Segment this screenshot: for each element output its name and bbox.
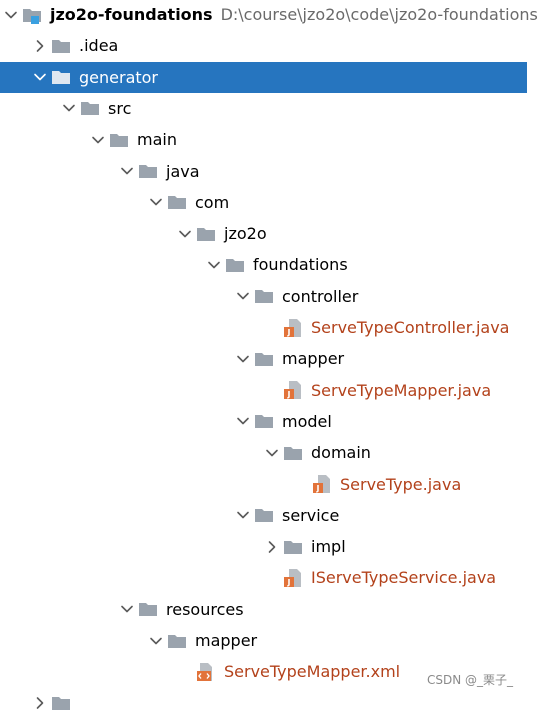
project-path: D:\course\jzo2o\code\jzo2o-foundations <box>220 5 538 24</box>
tree-folder-item[interactable]: domain <box>0 437 527 468</box>
folder-icon <box>109 130 131 150</box>
folder-icon <box>138 599 160 619</box>
tree-folder-item[interactable]: resources <box>0 594 527 625</box>
tree-file-item[interactable]: ServeTypeMapper.xml <box>0 656 527 687</box>
chevron-down-icon[interactable] <box>203 249 225 280</box>
tree-folder-item[interactable]: model <box>0 406 527 437</box>
chevron-placeholder <box>261 562 283 593</box>
tree-folder-item[interactable]: mapper <box>0 343 527 374</box>
tree-folder-item[interactable]: generator <box>0 61 527 93</box>
tree-folder-item[interactable] <box>0 688 527 719</box>
java-file-icon: J <box>283 568 305 588</box>
folder-icon <box>254 349 276 369</box>
chevron-down-icon[interactable] <box>261 437 283 468</box>
chevron-down-icon[interactable] <box>87 124 109 155</box>
tree-folder-item[interactable]: com <box>0 187 527 218</box>
tree-folder-item[interactable]: main <box>0 124 527 155</box>
watermark: CSDN @_栗子_ <box>426 673 513 687</box>
tree-folder-item[interactable]: jzo2o-foundations D:\course\jzo2o\code\jz… <box>0 0 538 30</box>
tree-file-item[interactable]: J IServeTypeService.java <box>0 562 527 593</box>
chevron-down-icon[interactable] <box>0 0 22 30</box>
tree-item-label: jzo2o-foundations <box>50 5 213 24</box>
chevron-down-icon[interactable] <box>232 500 254 531</box>
chevron-right-icon[interactable] <box>29 688 51 719</box>
folder-icon <box>254 411 276 431</box>
tree-file-item[interactable]: J ServeTypeMapper.java <box>0 375 527 406</box>
folder-icon <box>196 224 218 244</box>
folder-icon <box>51 67 73 87</box>
svg-text:J: J <box>316 484 320 493</box>
tree-folder-item[interactable]: controller <box>0 281 527 312</box>
folder-icon <box>225 255 247 275</box>
tree-item-label: impl <box>311 537 346 557</box>
tree-folder-item[interactable]: .idea <box>0 30 527 61</box>
tree-file-item[interactable]: J ServeTypeController.java <box>0 312 527 343</box>
chevron-placeholder <box>261 375 283 406</box>
chevron-placeholder <box>261 312 283 343</box>
chevron-right-icon[interactable] <box>261 531 283 562</box>
chevron-down-icon[interactable] <box>29 62 51 93</box>
chevron-down-icon[interactable] <box>174 218 196 249</box>
chevron-down-icon[interactable] <box>145 625 167 656</box>
chevron-down-icon[interactable] <box>145 187 167 218</box>
chevron-down-icon[interactable] <box>116 594 138 625</box>
tree-folder-item[interactable]: java <box>0 156 527 187</box>
chevron-right-icon[interactable] <box>29 30 51 61</box>
tree-folder-item[interactable]: src <box>0 93 527 124</box>
tree-folder-item[interactable]: impl <box>0 531 527 562</box>
tree-item-label: ServeTypeController.java <box>311 318 510 337</box>
tree-item-label: generator <box>79 67 159 87</box>
folder-icon <box>51 36 73 56</box>
java-file-icon: J <box>283 380 305 400</box>
tree-item-label: java <box>166 161 200 181</box>
java-file-icon: J <box>312 474 334 494</box>
tree-item-label: ServeType.java <box>340 474 462 494</box>
tree-item-label: ServeTypeMapper.xml <box>224 662 401 682</box>
chevron-down-icon[interactable] <box>58 93 80 124</box>
chevron-down-icon[interactable] <box>116 156 138 187</box>
folder-icon <box>51 693 73 713</box>
chevron-placeholder <box>290 469 312 500</box>
chevron-down-icon[interactable] <box>232 343 254 374</box>
tree-item-label: mapper <box>282 349 345 369</box>
folder-icon <box>283 537 305 557</box>
xml-file-icon <box>196 662 218 682</box>
module-folder-icon <box>22 5 44 25</box>
chevron-placeholder <box>174 656 196 687</box>
svg-text:J: J <box>287 328 291 337</box>
tree-item-label: ServeTypeMapper.java <box>311 380 492 400</box>
tree-file-item[interactable]: J ServeType.java <box>0 469 527 500</box>
tree-item-label: src <box>108 98 132 118</box>
chevron-down-icon[interactable] <box>232 281 254 312</box>
tree-item-label: domain <box>311 443 371 463</box>
folder-icon <box>138 161 160 181</box>
java-file-icon: J <box>283 318 305 338</box>
svg-text:J: J <box>287 578 291 587</box>
folder-icon <box>80 98 102 118</box>
chevron-down-icon[interactable] <box>232 406 254 437</box>
tree-item-label: main <box>137 130 177 150</box>
tree-item-label: IServeTypeService.java <box>311 568 497 588</box>
folder-icon <box>254 286 276 306</box>
folder-icon <box>167 192 189 212</box>
tree-item-label: foundations <box>253 255 348 275</box>
tree-folder-item[interactable]: service <box>0 500 527 531</box>
tree-folder-item[interactable]: mapper <box>0 625 527 656</box>
tree-item-label: jzo2o <box>224 224 267 244</box>
folder-icon <box>254 505 276 525</box>
tree-item-label: mapper <box>195 631 258 650</box>
tree-item-label: controller <box>282 286 359 306</box>
tree-folder-item[interactable]: foundations <box>0 249 527 280</box>
tree-folder-item[interactable]: jzo2o <box>0 218 527 249</box>
tree-item-label: model <box>282 411 332 431</box>
folder-icon <box>283 443 305 463</box>
folder-icon <box>167 631 189 651</box>
svg-text:J: J <box>287 390 291 399</box>
tree-item-label: .idea <box>79 36 119 56</box>
tree-item-label: service <box>282 505 340 525</box>
tree-item-label: resources <box>166 599 244 619</box>
tree-item-label: com <box>195 192 230 212</box>
